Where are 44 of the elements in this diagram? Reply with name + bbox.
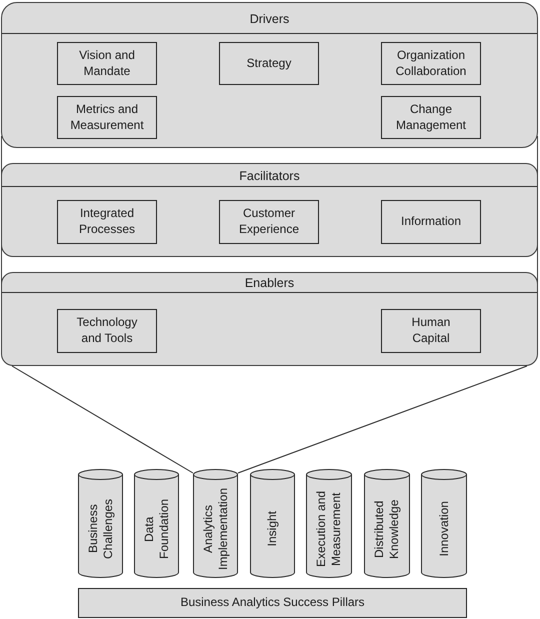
pillar-label: Business Challenges xyxy=(86,497,116,561)
component-box xyxy=(57,200,157,244)
box-label: Vision and Mandate xyxy=(78,48,136,80)
pillar-cylinder xyxy=(134,469,179,578)
pillar-label: Execution and Measurement xyxy=(314,489,344,569)
pillar-label: Innovation xyxy=(436,500,452,556)
box-label: Information xyxy=(400,214,462,230)
box-label: Change Management xyxy=(394,102,468,134)
pillar-cylinder xyxy=(364,469,410,578)
bar-label: Business Analytics Success Pillars xyxy=(180,595,365,611)
pillar-cylinder xyxy=(421,469,467,578)
component-box xyxy=(57,309,157,353)
pillar-cylinder xyxy=(193,469,238,578)
box-label: Human Capital xyxy=(410,315,452,347)
band-panel xyxy=(1,163,538,257)
box-label: Metrics and Measurement xyxy=(69,102,145,134)
component-box xyxy=(57,42,157,85)
connector-line xyxy=(238,366,528,474)
box-label: Integrated Processes xyxy=(78,206,136,238)
band-title: Facilitators xyxy=(239,168,300,184)
connector-line xyxy=(12,366,194,474)
band-title: Drivers xyxy=(250,10,290,26)
pillar-cylinder xyxy=(306,469,352,578)
band-panel xyxy=(1,2,538,148)
component-box xyxy=(381,309,481,353)
box-label: Strategy xyxy=(246,56,292,72)
pillar-cylinder xyxy=(78,469,123,578)
box-label: Customer Experience xyxy=(238,206,300,238)
component-box xyxy=(381,96,481,139)
pillar-label: Distributed Knowledge xyxy=(372,498,402,560)
component-box xyxy=(219,200,319,244)
box-label: Technology and Tools xyxy=(76,315,138,347)
pillar-label: Insight xyxy=(265,510,280,546)
pillar-label: Data Foundation xyxy=(142,497,172,561)
pillar-label: Analytics Implementation xyxy=(200,486,230,572)
component-box xyxy=(57,96,157,139)
pillar-cylinder xyxy=(250,469,295,578)
band-panel xyxy=(1,272,538,366)
component-box xyxy=(219,42,319,85)
component-box xyxy=(381,200,481,244)
base-bar xyxy=(78,588,467,618)
box-label: Organization Collaboration xyxy=(394,48,468,80)
band-title: Enablers xyxy=(244,275,294,291)
component-box xyxy=(381,42,481,85)
